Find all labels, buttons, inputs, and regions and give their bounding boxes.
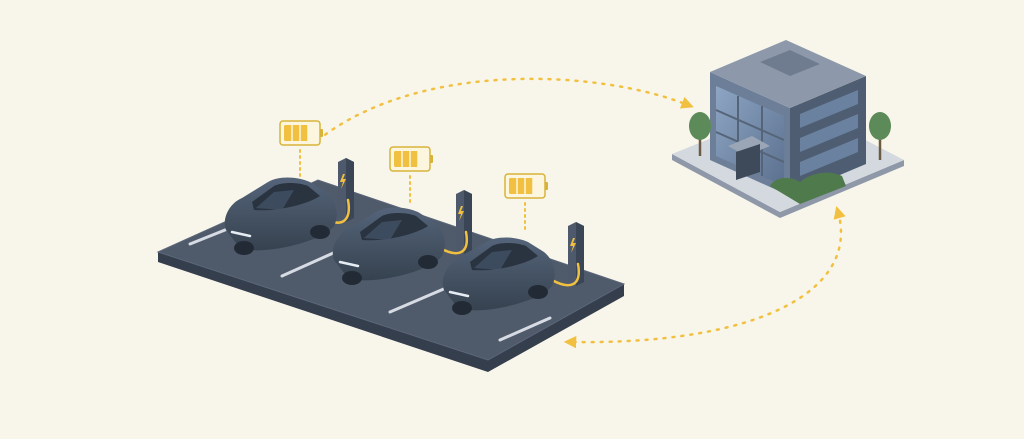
tree-icon bbox=[689, 112, 711, 156]
parking-line bbox=[188, 226, 232, 246]
lightning-bolt-icon bbox=[340, 174, 346, 189]
tree-icon bbox=[869, 112, 891, 160]
charging-station-icon bbox=[568, 222, 584, 286]
battery-fill bbox=[394, 151, 418, 167]
building-windows-left bbox=[716, 86, 784, 186]
charging-cable bbox=[438, 230, 469, 255]
charging-station-icon bbox=[338, 158, 354, 222]
roof-unit bbox=[760, 50, 820, 76]
flow-arrow-to-building bbox=[316, 77, 694, 142]
parking-line bbox=[498, 316, 552, 342]
battery-full-icon bbox=[389, 146, 433, 172]
charging-spot-1 bbox=[224, 120, 354, 255]
lightning-bolt-icon bbox=[458, 206, 464, 221]
energy-flow-arrows bbox=[316, 77, 846, 349]
building-entrance bbox=[728, 136, 770, 156]
electric-car-icon bbox=[442, 237, 555, 315]
office-building-icon bbox=[672, 40, 904, 218]
electric-car-icon bbox=[332, 207, 445, 285]
charging-cable bbox=[550, 262, 581, 287]
battery-fill bbox=[509, 178, 533, 194]
lightning-bolt-icon bbox=[570, 238, 576, 253]
battery-full-icon bbox=[504, 173, 548, 199]
charging-spot-3 bbox=[442, 173, 584, 315]
electric-car-icon bbox=[224, 177, 337, 255]
charging-spot-2 bbox=[332, 146, 472, 285]
flow-arrow-from-building bbox=[563, 205, 846, 349]
charging-station-icon bbox=[456, 190, 472, 254]
parking-line bbox=[280, 248, 342, 278]
battery-fill bbox=[284, 125, 308, 141]
battery-full-icon bbox=[279, 120, 323, 146]
hedge bbox=[770, 172, 846, 204]
building-windows-right bbox=[800, 90, 858, 128]
parking-line bbox=[388, 286, 448, 314]
